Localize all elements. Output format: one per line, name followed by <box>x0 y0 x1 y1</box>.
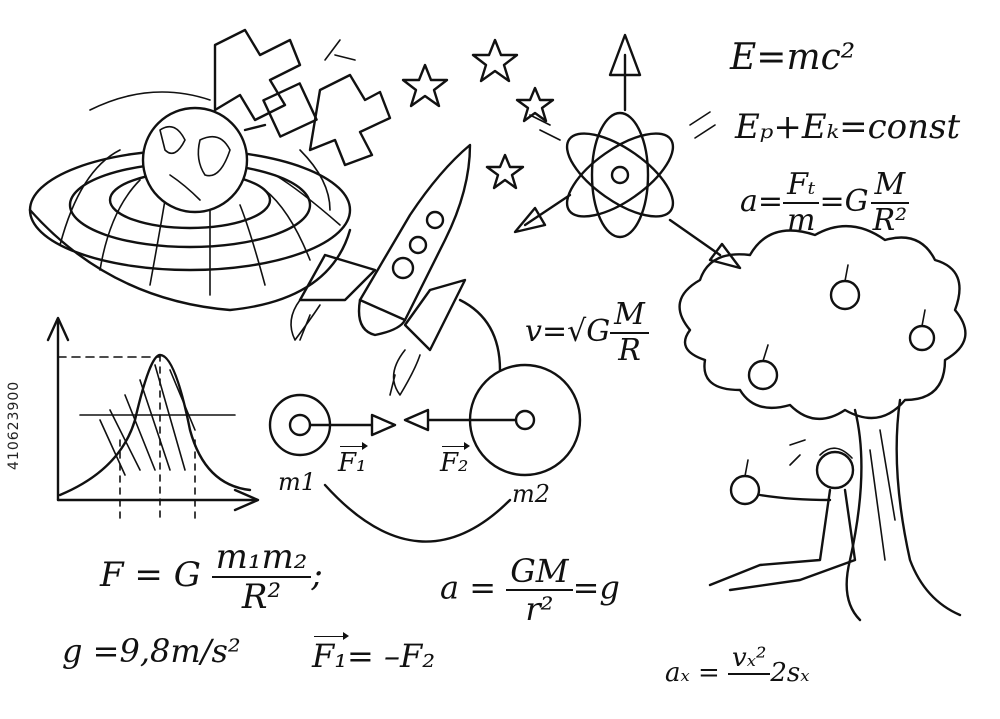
energy-conservation-formula: Eₚ+Eₖ=const <box>735 107 961 147</box>
force-diagram <box>268 298 582 543</box>
satellite-icon <box>213 28 392 167</box>
apple-tree-icon <box>678 224 967 622</box>
accel-lhs: a= <box>740 184 784 219</box>
stock-id-label: 410623900 <box>6 380 22 470</box>
label-f1: F₁ <box>338 442 369 478</box>
earth-icon <box>28 91 352 312</box>
label-m2: m2 <box>512 480 551 508</box>
newton-third-law-formula: F₁= –F₂ <box>312 632 436 675</box>
rocket-icon <box>290 143 472 396</box>
kinematics-formula: aₓ = vₓ² 2sₓ <box>665 643 810 688</box>
label-f2: F₂ <box>440 442 471 478</box>
mass-energy-formula: E=mc² <box>730 37 856 78</box>
g-value-formula: g =9,8m/s² <box>62 632 241 670</box>
atom-icon <box>513 33 742 270</box>
star-icon <box>401 38 555 190</box>
newton-figure-icon <box>708 439 857 592</box>
label-m1: m1 <box>278 468 317 496</box>
accel-mid: =G <box>819 184 869 219</box>
bell-curve-icon <box>46 316 260 521</box>
